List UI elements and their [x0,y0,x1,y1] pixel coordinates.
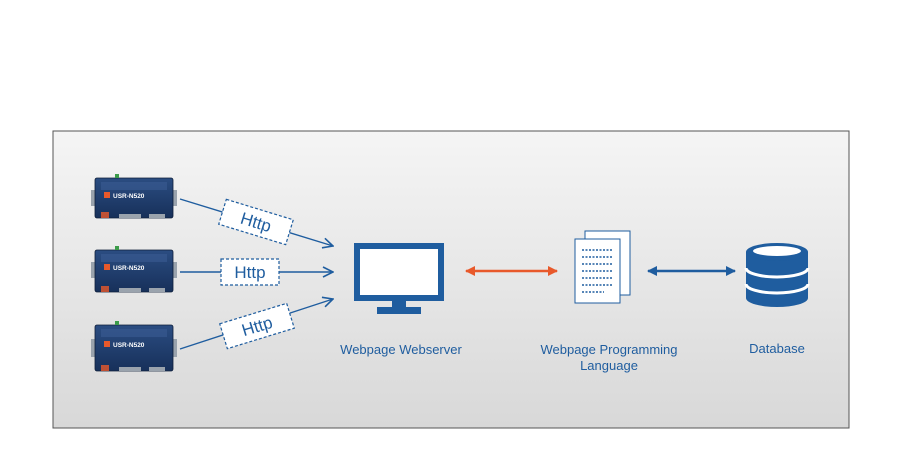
diagram-panel [52,130,850,429]
database-label: Database [749,341,805,356]
device-usr-n520-1: USR-N520 [91,174,177,219]
device-usr-n520-2: USR-N520 [91,246,177,293]
http-label-box-3: Http [218,302,296,350]
usr-logo-icon [104,341,110,347]
device-model-label: USR-N520 [113,265,145,272]
monitor-icon [354,243,444,314]
database-icon [744,243,810,307]
device-model-label: USR-N520 [113,342,145,349]
device-usr-n520-3: USR-N520 [91,321,177,372]
programming-label-line2: Language [580,358,638,373]
http-label-box-1: Http [217,198,295,246]
usr-logo-icon [104,264,110,270]
http-label-box-2: Http [220,258,280,286]
documents-icon [574,230,631,304]
http-label: Http [234,263,265,282]
programming-label-line1: Webpage Programming [540,342,677,357]
webserver-label: Webpage Webserver [340,342,462,357]
device-model-label: USR-N520 [113,193,145,200]
usr-logo-icon [104,192,110,198]
